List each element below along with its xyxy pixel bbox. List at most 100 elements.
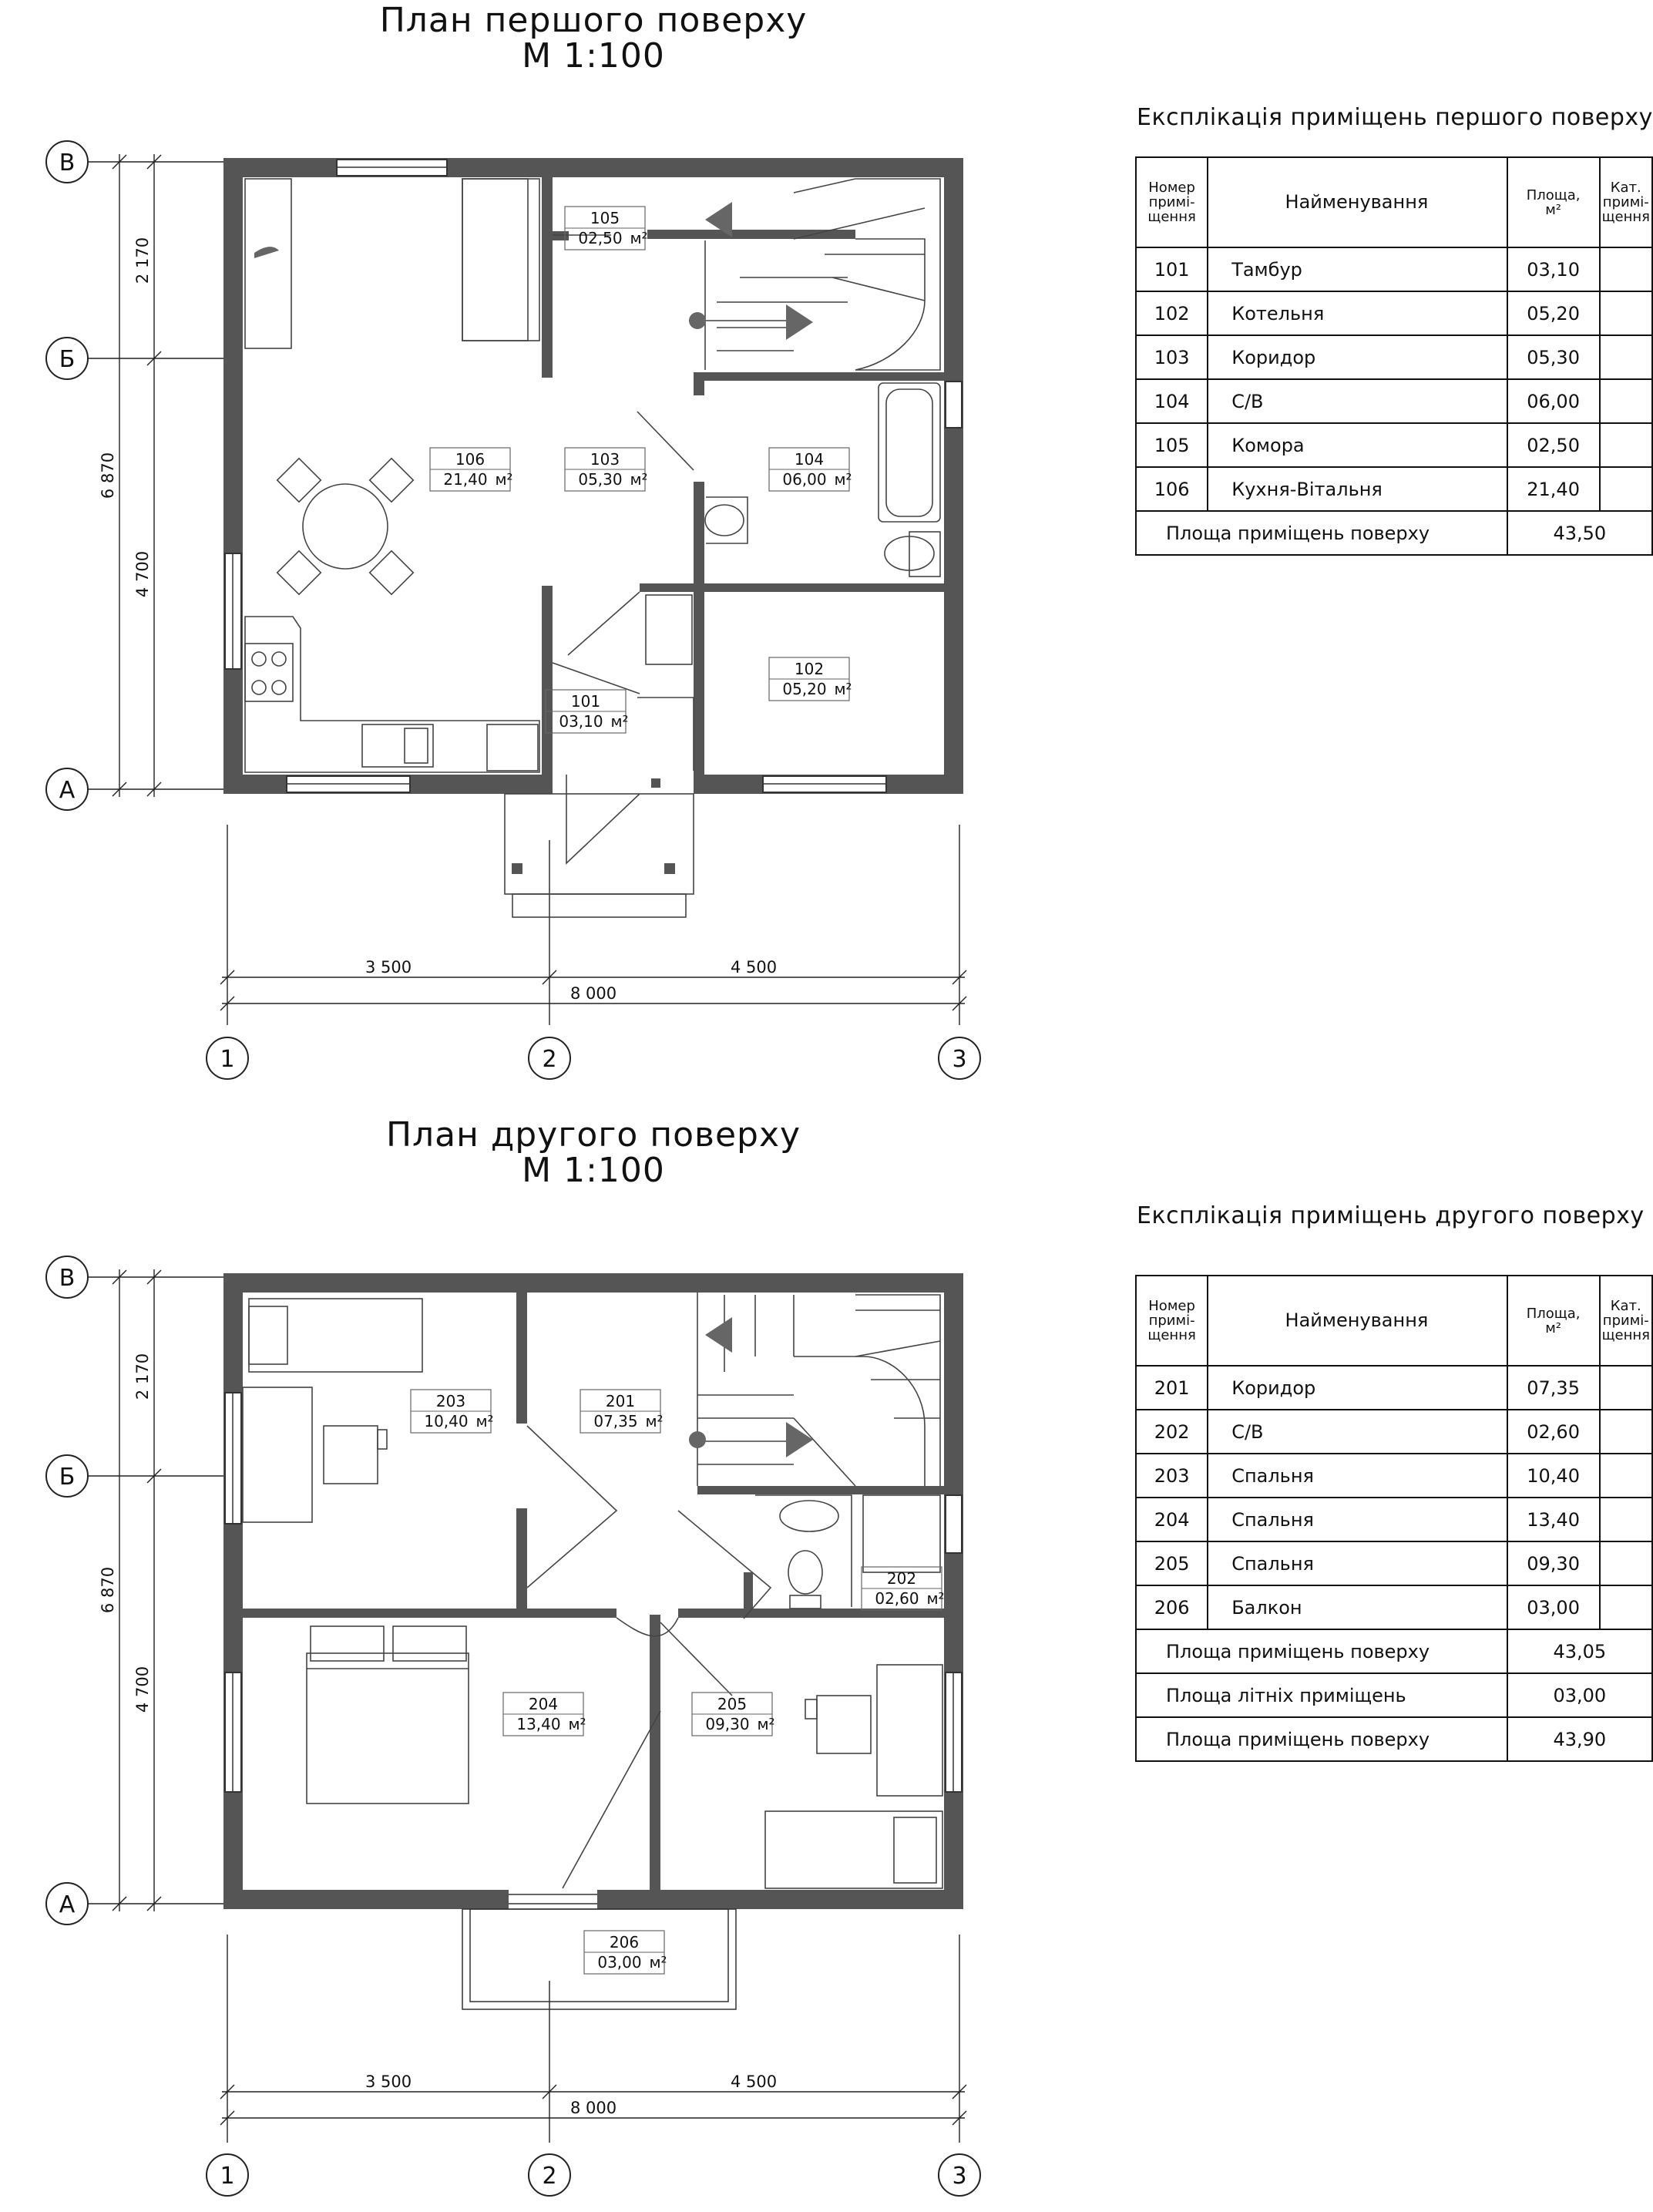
cell-num: 206 (1134, 1585, 1209, 1630)
cell-name: Спальня (1207, 1453, 1508, 1498)
expl2-title: Експлікація приміщень другого поверху (1137, 1202, 1645, 1229)
dim-vertical: 4 700 (133, 1666, 152, 1713)
expl1-title: Експлікація приміщень першого поверху (1137, 104, 1653, 131)
total-label: Площа літніх приміщень (1135, 1672, 1508, 1718)
room-area-unit: м² (495, 470, 512, 489)
axis-row-label: Б (59, 346, 76, 373)
cell-area: 02,50 (1506, 422, 1601, 468)
expl1-header-cat: Кат.примі-щення (1598, 156, 1653, 248)
room-area-unit: м² (834, 680, 852, 698)
cell-cat (1598, 247, 1653, 292)
cell-name: Спальня (1207, 1541, 1508, 1586)
room-number: 205 (717, 1695, 747, 1713)
room-area: 10,40 (424, 1412, 468, 1430)
room-number: 203 (436, 1392, 465, 1410)
total-value: 43,50 (1506, 510, 1653, 556)
axis-col-label: 2 (542, 2163, 556, 2190)
total-value: 43,05 (1506, 1629, 1653, 1674)
axis-col-label: 1 (220, 2163, 234, 2190)
cell-cat (1598, 466, 1653, 512)
cell-cat (1598, 291, 1653, 336)
total-label: Площа приміщень поверху (1135, 1629, 1508, 1674)
axis-row-label: А (59, 1891, 76, 1918)
dim-horizontal: 3 500 (365, 958, 412, 977)
dim-horizontal: 8 000 (570, 984, 617, 1003)
floor2-plan: В Б А 1 2 3 2 170 4 700 6 870 3 500 4 50… (45, 1256, 981, 2197)
cell-area: 06,00 (1506, 378, 1601, 424)
cell-cat (1598, 378, 1653, 424)
room-number: 106 (455, 450, 485, 469)
room-tag: 105 02,50 м² (564, 206, 648, 250)
dim-vertical: 2 170 (133, 237, 152, 284)
room-area: 02,50 (578, 229, 622, 247)
dim-vertical: 2 170 (133, 1353, 152, 1400)
cell-num: 103 (1134, 334, 1209, 380)
cell-area: 05,20 (1506, 291, 1601, 336)
total-label: Площа приміщень поверху (1135, 510, 1508, 556)
axis-col-label: 3 (952, 1046, 966, 1073)
cell-area: 03,00 (1506, 1585, 1601, 1630)
cell-name: С/В (1207, 378, 1508, 424)
room-number: 202 (887, 1569, 916, 1588)
axis-row-label: Б (59, 1464, 76, 1491)
cell-num: 201 (1134, 1365, 1209, 1410)
room-area-unit: м² (926, 1589, 944, 1608)
cell-area: 05,30 (1506, 334, 1601, 380)
cell-num: 101 (1134, 247, 1209, 292)
room-number: 103 (590, 450, 620, 469)
cell-num: 203 (1134, 1453, 1209, 1498)
room-number: 104 (795, 450, 824, 469)
cell-num: 202 (1134, 1409, 1209, 1454)
dim-horizontal: 8 000 (570, 2099, 617, 2117)
floor1-plan-title: План першого поверху М 1:100 (324, 3, 863, 74)
cell-name: Кухня-Вітальня (1207, 466, 1508, 512)
dim-vertical: 4 700 (133, 551, 152, 597)
cell-cat (1598, 1365, 1653, 1410)
room-number: 105 (590, 209, 620, 227)
total-value: 43,90 (1506, 1716, 1653, 1762)
total-label: Площа приміщень поверху (1135, 1716, 1508, 1762)
room-area: 21,40 (443, 470, 487, 489)
room-number: 102 (795, 660, 824, 678)
floor2-plan-scale: М 1:100 (522, 1151, 665, 1190)
cell-name: Тамбур (1207, 247, 1508, 292)
dim-horizontal: 3 500 (365, 2072, 412, 2091)
floor2-plan-name: План другого поверху (385, 1115, 801, 1155)
room-area-unit: м² (610, 712, 628, 731)
expl2-header-name: Найменування (1207, 1275, 1508, 1367)
dim-horizontal: 4 500 (731, 958, 777, 977)
total-value: 03,00 (1506, 1672, 1653, 1718)
cell-num: 204 (1134, 1497, 1209, 1542)
expl1-header-name: Найменування (1207, 156, 1508, 248)
room-number: 101 (571, 692, 600, 711)
room-area: 05,30 (578, 470, 622, 489)
cell-area: 21,40 (1506, 466, 1601, 512)
cell-area: 02,60 (1506, 1409, 1601, 1454)
cell-name: Спальня (1207, 1497, 1508, 1542)
cell-cat (1598, 422, 1653, 468)
cell-name: Коридор (1207, 334, 1508, 380)
room-area-unit: м² (630, 229, 647, 247)
room-area-unit: м² (630, 470, 647, 489)
expl2-header-area: Площа,м² (1506, 1275, 1601, 1367)
